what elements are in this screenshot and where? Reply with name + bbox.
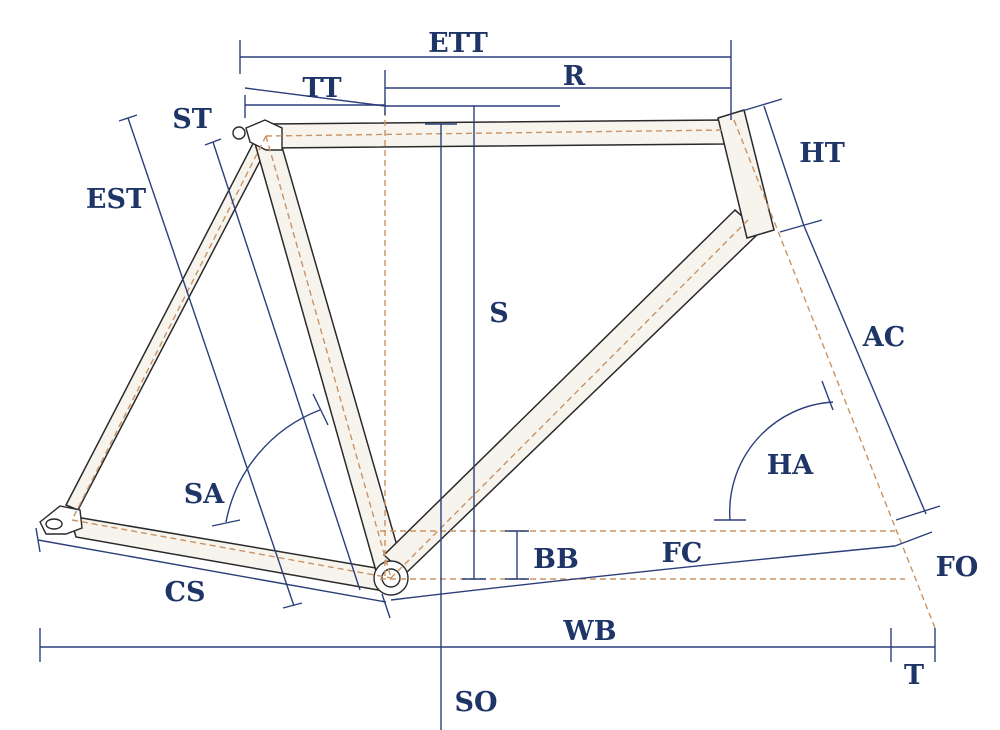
top-tube: [267, 119, 725, 149]
sa-arc: [225, 409, 321, 523]
label-sa: SA: [184, 479, 225, 510]
dimensions: [35, 40, 941, 730]
est-line: [127, 117, 295, 607]
label-ac: AC: [862, 322, 905, 353]
cs-line: [37, 539, 387, 603]
ht-line: [763, 105, 805, 227]
chainstay: [68, 515, 383, 591]
label-so: SO: [454, 687, 497, 718]
labels: ETT TT R ST HT EST S AC HA SA BB FC FO C…: [86, 28, 978, 718]
seat-lug: [245, 119, 283, 151]
st-line: [212, 141, 361, 591]
down-tube-centerline: [390, 219, 749, 579]
seat-tube: [253, 132, 405, 579]
seat-tube-centerline: [265, 135, 392, 579]
fo-line: [894, 531, 933, 547]
ac-line: [803, 225, 927, 515]
label-fc: FC: [662, 538, 703, 569]
label-est: EST: [86, 184, 146, 215]
label-s: S: [489, 298, 509, 329]
dropout-slot: [45, 518, 63, 530]
chainstay-centerline: [71, 519, 392, 579]
tt-line: [244, 87, 386, 107]
label-ha: HA: [767, 450, 815, 481]
label-cs: CS: [165, 577, 206, 608]
label-ht: HT: [799, 138, 845, 169]
label-tt: TT: [302, 73, 341, 104]
seatstay-centerline: [71, 135, 267, 521]
head-tube: [717, 109, 775, 239]
label-ett: ETT: [428, 28, 488, 59]
fc-line: [390, 545, 896, 601]
label-st: ST: [172, 104, 212, 135]
label-wb: WB: [562, 616, 616, 647]
centerlines: [71, 100, 936, 629]
label-t: T: [904, 660, 924, 691]
label-fo: FO: [936, 552, 979, 583]
seat-binder: [232, 126, 246, 140]
top-tube-centerline: [265, 129, 726, 137]
label-r: R: [563, 61, 586, 92]
label-bb: BB: [533, 544, 579, 575]
ha-arc: [728, 401, 834, 521]
